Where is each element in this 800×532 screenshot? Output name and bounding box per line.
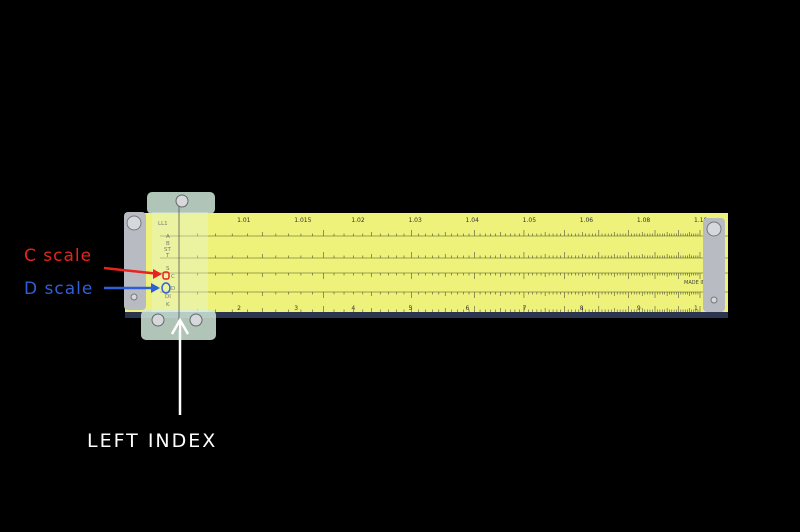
c-scale-label: C scale	[24, 246, 93, 266]
screw-icon	[706, 221, 722, 237]
d-scale-label: D scale	[24, 279, 94, 299]
scale-number: 7	[523, 305, 527, 312]
c-scale-arrow	[103, 266, 161, 276]
scale-number: 8	[580, 305, 584, 312]
left-index-label: LEFT INDEX	[87, 430, 218, 452]
bottom-scale-numbers: 2 3 4 5 6 7 8 9 1	[237, 305, 698, 312]
scale-number: 1.04	[466, 217, 480, 224]
screw-icon	[151, 313, 165, 327]
scale-number: 1.02	[351, 217, 365, 224]
scale-number: 1.05	[523, 217, 537, 224]
scale-number: 1.015	[294, 217, 311, 224]
screw-icon	[175, 194, 189, 208]
scale-number: 1.03	[408, 217, 422, 224]
scale-labels: LL1 A B ST T S C D DI K	[158, 221, 175, 308]
scale-number: 4	[351, 305, 355, 312]
scale-number: 3	[294, 305, 298, 312]
scale-number: 1.06	[580, 217, 594, 224]
scale-label-b: B	[166, 241, 170, 247]
scale-number: 1.10	[694, 217, 708, 224]
scale-number: 6	[466, 305, 470, 312]
scale-number: 5	[408, 305, 412, 312]
scale-label-a: A	[166, 234, 170, 240]
scale-number: 1.08	[637, 217, 651, 224]
scale-label-t: T	[165, 253, 170, 259]
scale-ticks	[197, 230, 701, 312]
left-end-bracket	[124, 212, 146, 310]
maker-mark: MADE IN	[684, 280, 706, 286]
scale-number: 1	[694, 305, 698, 312]
scale-label-d: D	[171, 286, 175, 292]
screw-icon	[126, 215, 142, 231]
d-scale-marker	[161, 282, 171, 294]
scale-label-st: ST	[164, 247, 171, 253]
scale-label-k: K	[166, 302, 170, 308]
scale-number: 2	[237, 305, 241, 312]
c-scale-marker	[162, 271, 170, 280]
screw-icon	[189, 313, 203, 327]
scale-label-c: C	[171, 274, 175, 280]
rule-bottom-edge	[125, 312, 728, 318]
top-scale-numbers: 1.01 1.015 1.02 1.03 1.04 1.05 1.06 1.08 1.10	[237, 217, 707, 224]
right-end-bracket	[703, 218, 725, 312]
cursor-glass[interactable]	[152, 212, 208, 312]
scale-number: 1.01	[237, 217, 251, 224]
scale-label-di: DI	[165, 294, 171, 300]
scale-label-ll1: LL1	[158, 221, 168, 227]
scale-label-s: S	[166, 266, 170, 272]
scale-number: 9	[637, 305, 641, 312]
slide-rule-body	[125, 213, 728, 318]
